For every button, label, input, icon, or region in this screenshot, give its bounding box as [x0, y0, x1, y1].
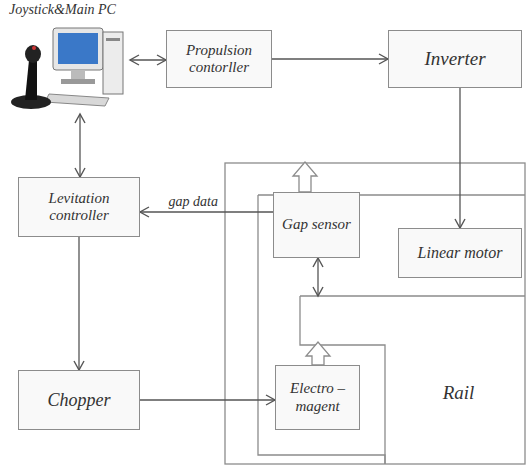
magnet-box: Electro – magent	[275, 365, 360, 430]
node-label: Chopper	[48, 390, 111, 411]
connector-arrow	[459, 88, 460, 228]
connector-arrow	[79, 114, 80, 177]
pc-icon	[5, 2, 130, 114]
sensor-box: Gap sensor	[273, 192, 360, 258]
hollow-arrow	[306, 342, 330, 365]
controller-box: Propulsion contorller	[166, 30, 272, 88]
signal-label: gap data	[167, 194, 220, 210]
hollow-arrow	[293, 162, 317, 192]
pc-joystick-icon: Joystick&Main PC	[5, 2, 130, 114]
motor-box: Linear motor	[398, 228, 522, 278]
chopper-box: Chopper	[18, 370, 140, 430]
controller-box: Levitation controller	[18, 177, 140, 237]
connector-arrow	[272, 58, 388, 59]
connector-arrow	[140, 399, 275, 400]
node-label: Gap sensor	[282, 216, 351, 233]
connector-arrow	[140, 211, 273, 212]
vehicle-frame	[225, 163, 525, 464]
node-label: Inverter	[424, 48, 485, 70]
connector-arrow	[78, 237, 79, 370]
node-label: Rail	[443, 382, 475, 404]
node-heading: Joystick&Main PC	[9, 2, 116, 18]
node-label: Linear motor	[418, 244, 503, 262]
node-label: Propulsion contorller	[172, 42, 266, 77]
connector-arrow	[130, 59, 166, 60]
inverter-box: Inverter	[388, 30, 522, 88]
node-label: Electro – magent	[281, 380, 354, 415]
rail-region: Rail	[300, 296, 522, 462]
node-label: Levitation controller	[24, 190, 134, 225]
connector-arrow	[317, 258, 318, 296]
